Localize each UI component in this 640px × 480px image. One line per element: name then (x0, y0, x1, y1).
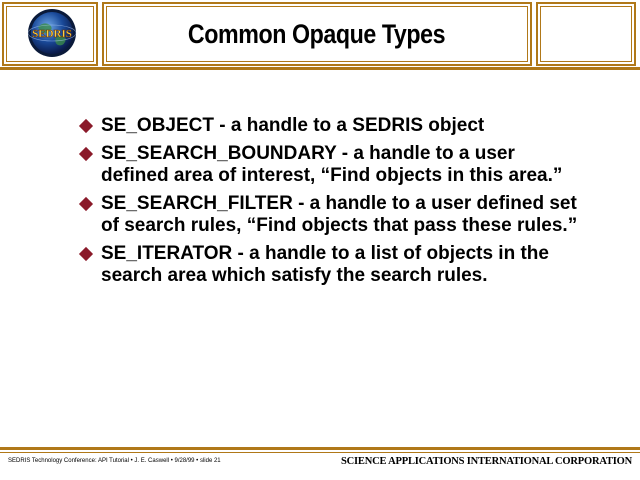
footer-divider-thin (0, 452, 640, 453)
bullet-text: SE_SEARCH_FILTER - a handle to a user de… (101, 193, 578, 236)
bullet-list: SE_OBJECT - a handle to a SEDRIS object … (78, 115, 578, 293)
header: SEDRIS Common Opaque Types (0, 0, 640, 70)
title-frame: Common Opaque Types (102, 2, 532, 66)
header-divider (0, 67, 640, 70)
diamond-bullet-icon (78, 196, 94, 212)
bullet-text: SE_ITERATOR - a handle to a list of obje… (101, 243, 549, 286)
diamond-bullet-icon (78, 146, 94, 162)
footer-divider (0, 447, 640, 450)
right-frame (536, 2, 636, 66)
list-item: SE_OBJECT - a handle to a SEDRIS object (78, 115, 578, 137)
logo-frame: SEDRIS (2, 2, 98, 66)
list-item: SE_ITERATOR - a handle to a list of obje… (78, 243, 578, 287)
list-item: SE_SEARCH_BOUNDARY - a handle to a user … (78, 143, 578, 187)
diamond-bullet-icon (78, 246, 94, 262)
sedris-logo-icon: SEDRIS (27, 9, 77, 57)
footer-caption: SEDRIS Technology Conference: API Tutori… (8, 458, 221, 464)
bullet-text: SE_OBJECT - a handle to a SEDRIS object (101, 115, 485, 136)
page-title: Common Opaque Types (188, 18, 446, 49)
list-item: SE_SEARCH_FILTER - a handle to a user de… (78, 193, 578, 237)
bullet-text: SE_SEARCH_BOUNDARY - a handle to a user … (101, 143, 563, 186)
logo-text: SEDRIS (32, 28, 72, 40)
footer-company: SCIENCE APPLICATIONS INTERNATIONAL CORPO… (341, 456, 632, 467)
diamond-bullet-icon (78, 118, 94, 134)
